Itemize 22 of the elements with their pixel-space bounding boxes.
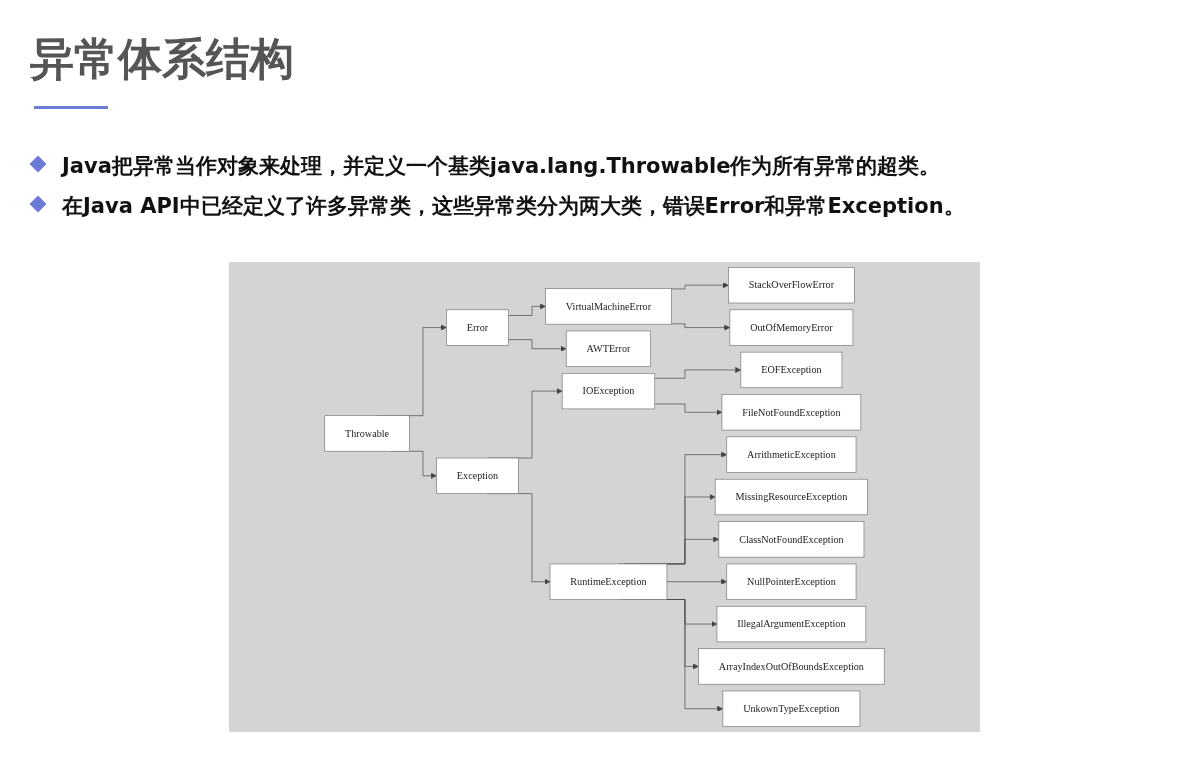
node-box — [446, 309, 509, 346]
node-box — [545, 288, 672, 325]
node-box — [549, 563, 668, 600]
diagram-background: Throwable Error Exception VirtualMachineError AWTError StackOverFlowError OutOfMemoryError IOException RuntimeException EOFException FileNotFoundException ArrithmeticException MissingResourceException ClassNotFoundException NullPointerException IllegalArgumentException ArrayIndexOutOfBoundsException UnkownTypeException — [229, 262, 980, 732]
node-box — [718, 521, 865, 558]
node-box — [436, 457, 519, 494]
node-box — [716, 605, 867, 643]
bullet-text: 在Java API中已经定义了许多异常类，这些异常类分为两大类，错误Error和异常Exception。 — [62, 194, 965, 218]
node-box — [565, 330, 652, 367]
node-box — [728, 267, 855, 304]
bullet-text: Java把异常当作对象来处理，并定义一个基类java.lang.Throwable作为所有异常的超类。 — [62, 154, 941, 178]
node-box — [740, 351, 843, 389]
node-box — [726, 436, 857, 473]
node-box — [722, 690, 861, 727]
page-title: 异常体系结构 — [30, 32, 294, 86]
node-box — [721, 394, 862, 431]
node-box — [729, 309, 854, 346]
node-box — [324, 415, 410, 452]
node-box — [698, 648, 885, 685]
node-box — [714, 478, 868, 516]
node-box — [726, 563, 857, 600]
node-box — [561, 373, 656, 410]
